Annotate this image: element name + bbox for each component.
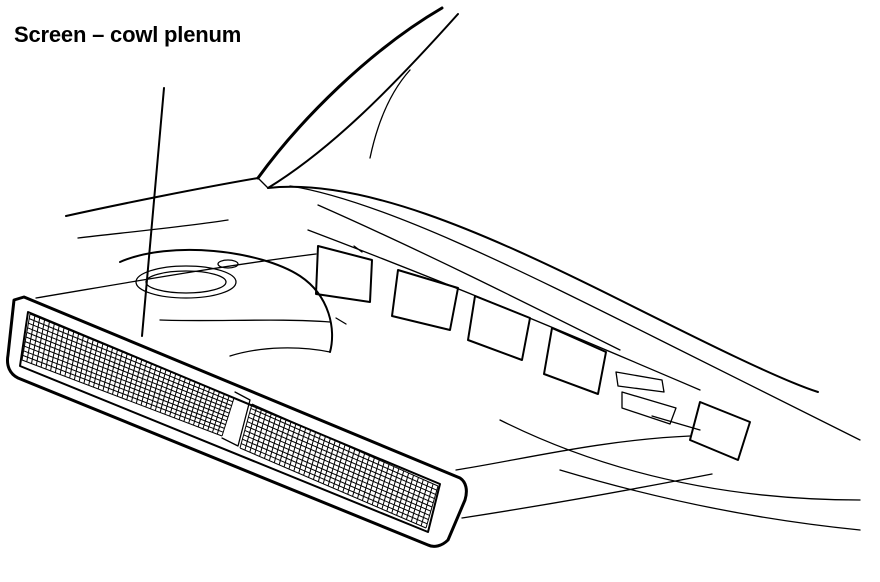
grille-mesh-right <box>239 403 439 529</box>
hood-edge <box>65 177 259 239</box>
windshield-frame <box>256 6 459 189</box>
callout-label: Screen – cowl plenum <box>14 22 242 47</box>
cowl-top-panel <box>267 185 861 441</box>
strut-tower <box>119 248 334 357</box>
grille-mesh-left <box>21 313 235 437</box>
cowl-openings <box>315 245 751 461</box>
lower-body-lines <box>499 419 861 531</box>
callout-leader <box>141 87 165 337</box>
screen-grille <box>6 295 468 548</box>
assembly-lines <box>35 245 713 519</box>
